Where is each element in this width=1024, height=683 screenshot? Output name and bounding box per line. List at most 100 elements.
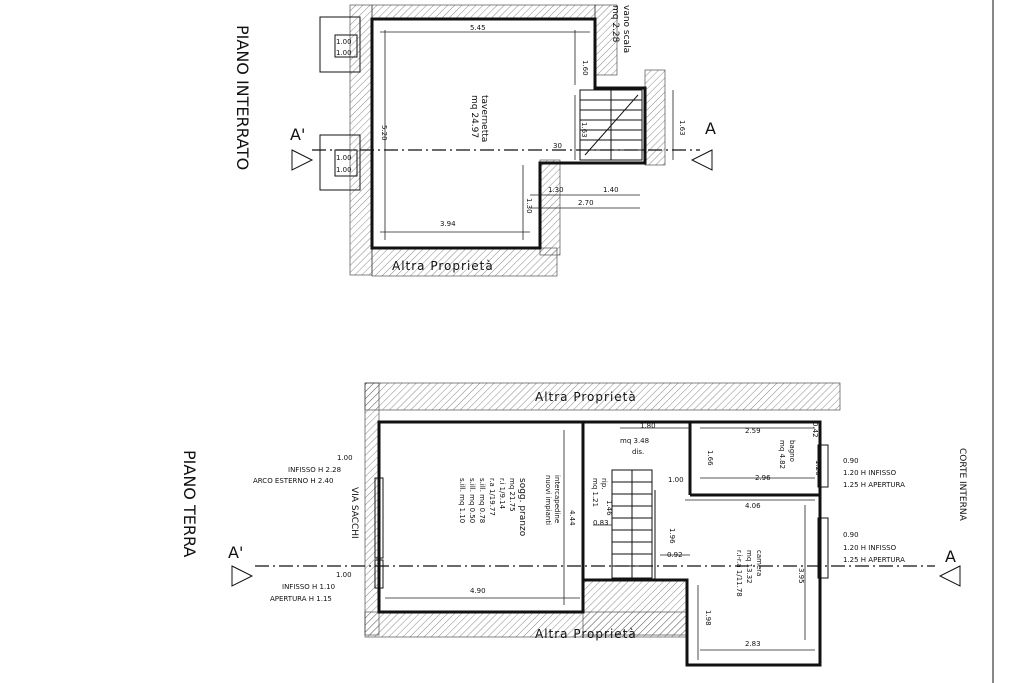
dim-label: 3.94	[440, 220, 456, 228]
court-window-bottom	[817, 517, 829, 579]
living-room-line: s.ill. mq 0.78	[478, 478, 486, 523]
opening-label: 1.25 H APERTURA	[843, 556, 905, 564]
dim-label: 1.80	[640, 422, 656, 430]
opening-label: 1.20 H INFISSO	[843, 544, 897, 552]
dim-label: 1.60	[581, 60, 589, 76]
living-room-line: s.ill. mq 0.50	[468, 478, 476, 523]
dim-label: 4.44	[568, 510, 576, 526]
basement-hatch-left	[349, 4, 373, 276]
dim-label: 1.00	[668, 476, 684, 484]
living-room-line: mq 21.75	[508, 478, 516, 512]
dim-label: 5.20	[380, 125, 388, 141]
ground-stair-steps	[612, 470, 652, 578]
dim-label: 2.70	[578, 199, 594, 207]
ground-hatch-bottom-block	[582, 579, 688, 636]
living-room-name: sogg. pranzo	[517, 478, 527, 537]
dim-label: 1.26	[814, 460, 822, 476]
basement-room-walls	[370, 17, 647, 250]
dim-label: 1.00	[336, 154, 352, 162]
stair-area: mq 2.28	[610, 5, 620, 43]
dim-label: 5.45	[470, 24, 486, 32]
ground-hatch-left	[364, 382, 380, 636]
basement-hatch-top	[371, 4, 596, 20]
section-arrow-right	[690, 149, 713, 171]
dim-label: 1.30	[548, 186, 564, 194]
court-window-top	[817, 444, 829, 488]
street-opening-top	[374, 477, 384, 559]
dim-label: 1.40	[603, 186, 619, 194]
opening-label: 0.90	[843, 531, 859, 539]
dim-label: 30	[553, 142, 562, 150]
dim-label: 1.63	[580, 122, 588, 138]
ground-dimension-lines	[385, 427, 815, 660]
dim-label: 2.96	[755, 474, 771, 482]
dim-label: 1.00	[336, 49, 352, 57]
opening-label: 1.20 H INFISSO	[843, 469, 897, 477]
opening-label: 1.00	[337, 454, 353, 462]
opening-label: APERTURA H 1.15	[270, 595, 332, 603]
basement-dimension-lines	[380, 30, 674, 240]
section-arrow-left	[291, 149, 314, 171]
opening-label: 1.00	[336, 571, 352, 579]
section-mark-right: A	[705, 119, 716, 138]
living-room-line: s.ill. mq 1.10	[458, 478, 466, 523]
ground-title: PIANO TERRA	[180, 450, 199, 557]
interspace-label: nuovi impianti	[544, 475, 552, 525]
basement-hatch-bottom	[371, 247, 558, 277]
opening-label: 0.90	[843, 457, 859, 465]
dis-area: mq 3.48	[620, 437, 649, 445]
street-opening-bottom	[374, 559, 384, 589]
dim-label: 0.92	[667, 551, 683, 559]
opening-label: 1.25 H APERTURA	[843, 481, 905, 489]
basement-window-niche-bottom	[319, 134, 361, 191]
opening-label: INFISSO H 1.10	[282, 583, 335, 591]
rip-area: mq 1.21	[591, 478, 599, 507]
basement-room-area: mq 24.97	[469, 95, 479, 138]
ground-plan: PIANO TERRA	[180, 382, 967, 667]
opening-label: INFISSO H 2.28	[288, 466, 341, 474]
section-mark-left: A'	[228, 543, 243, 562]
basement-neighbor-label: Altra Proprietà	[392, 259, 494, 273]
dim-label: 3.95	[797, 568, 805, 584]
dim-label: 1.98	[704, 610, 712, 626]
dim-label: 1.96	[668, 528, 676, 544]
dim-label: 1.66	[706, 450, 714, 466]
basement-window-top	[334, 34, 358, 58]
section-arrow-left	[231, 565, 254, 587]
opening-label: ARCO ESTERNO H 2.40	[253, 477, 333, 485]
dim-label: 1.46	[605, 500, 613, 516]
basement-title: PIANO INTERRATO	[233, 25, 252, 170]
bedroom-ratio: r.i-r.a 1/11.78	[735, 550, 743, 597]
basement-plan: PIANO INTERRATO 1.00 1.00 1.00 1.00	[233, 4, 716, 277]
bath-name: bagno	[788, 440, 796, 462]
dim-label: 1.30	[525, 198, 533, 214]
living-room-line: r.i 1/9.14	[498, 478, 506, 510]
ground-hatch-top	[364, 382, 841, 411]
dim-label: 4.06	[745, 502, 761, 510]
dim-label: 1.00	[336, 166, 352, 174]
bedroom-area: mq 13.32	[745, 550, 753, 584]
dim-label: 0.42	[811, 422, 819, 438]
dis-name: dis.	[632, 448, 644, 456]
dim-label: 1.63	[678, 120, 686, 136]
basement-hatch-stair-right	[644, 69, 666, 166]
dim-label: 0.83	[593, 519, 609, 527]
street-label: VIA SACCHI	[349, 487, 359, 539]
bedroom-name: camera	[755, 550, 763, 576]
stair-label: vano scala	[621, 5, 631, 53]
court-label: CORTE INTERNA	[957, 448, 967, 522]
section-mark-left: A'	[290, 125, 305, 144]
dim-label: 4.90	[470, 587, 486, 595]
ground-neighbor-bottom: Altra Proprietà	[535, 627, 637, 641]
interspace-label: intercapedine	[553, 475, 561, 523]
section-arrow-right	[938, 565, 961, 587]
living-room-line: r.a 1/19.77	[488, 478, 496, 516]
ground-neighbor-top: Altra Proprietà	[535, 390, 637, 404]
basement-window-niche-top	[319, 16, 361, 73]
bath-area: mq 4.82	[778, 440, 786, 469]
basement-room-name: tavernetta	[479, 95, 489, 142]
rip-name: rip.	[600, 478, 608, 490]
section-mark-right: A	[945, 547, 956, 566]
dim-label: 1.00	[336, 38, 352, 46]
